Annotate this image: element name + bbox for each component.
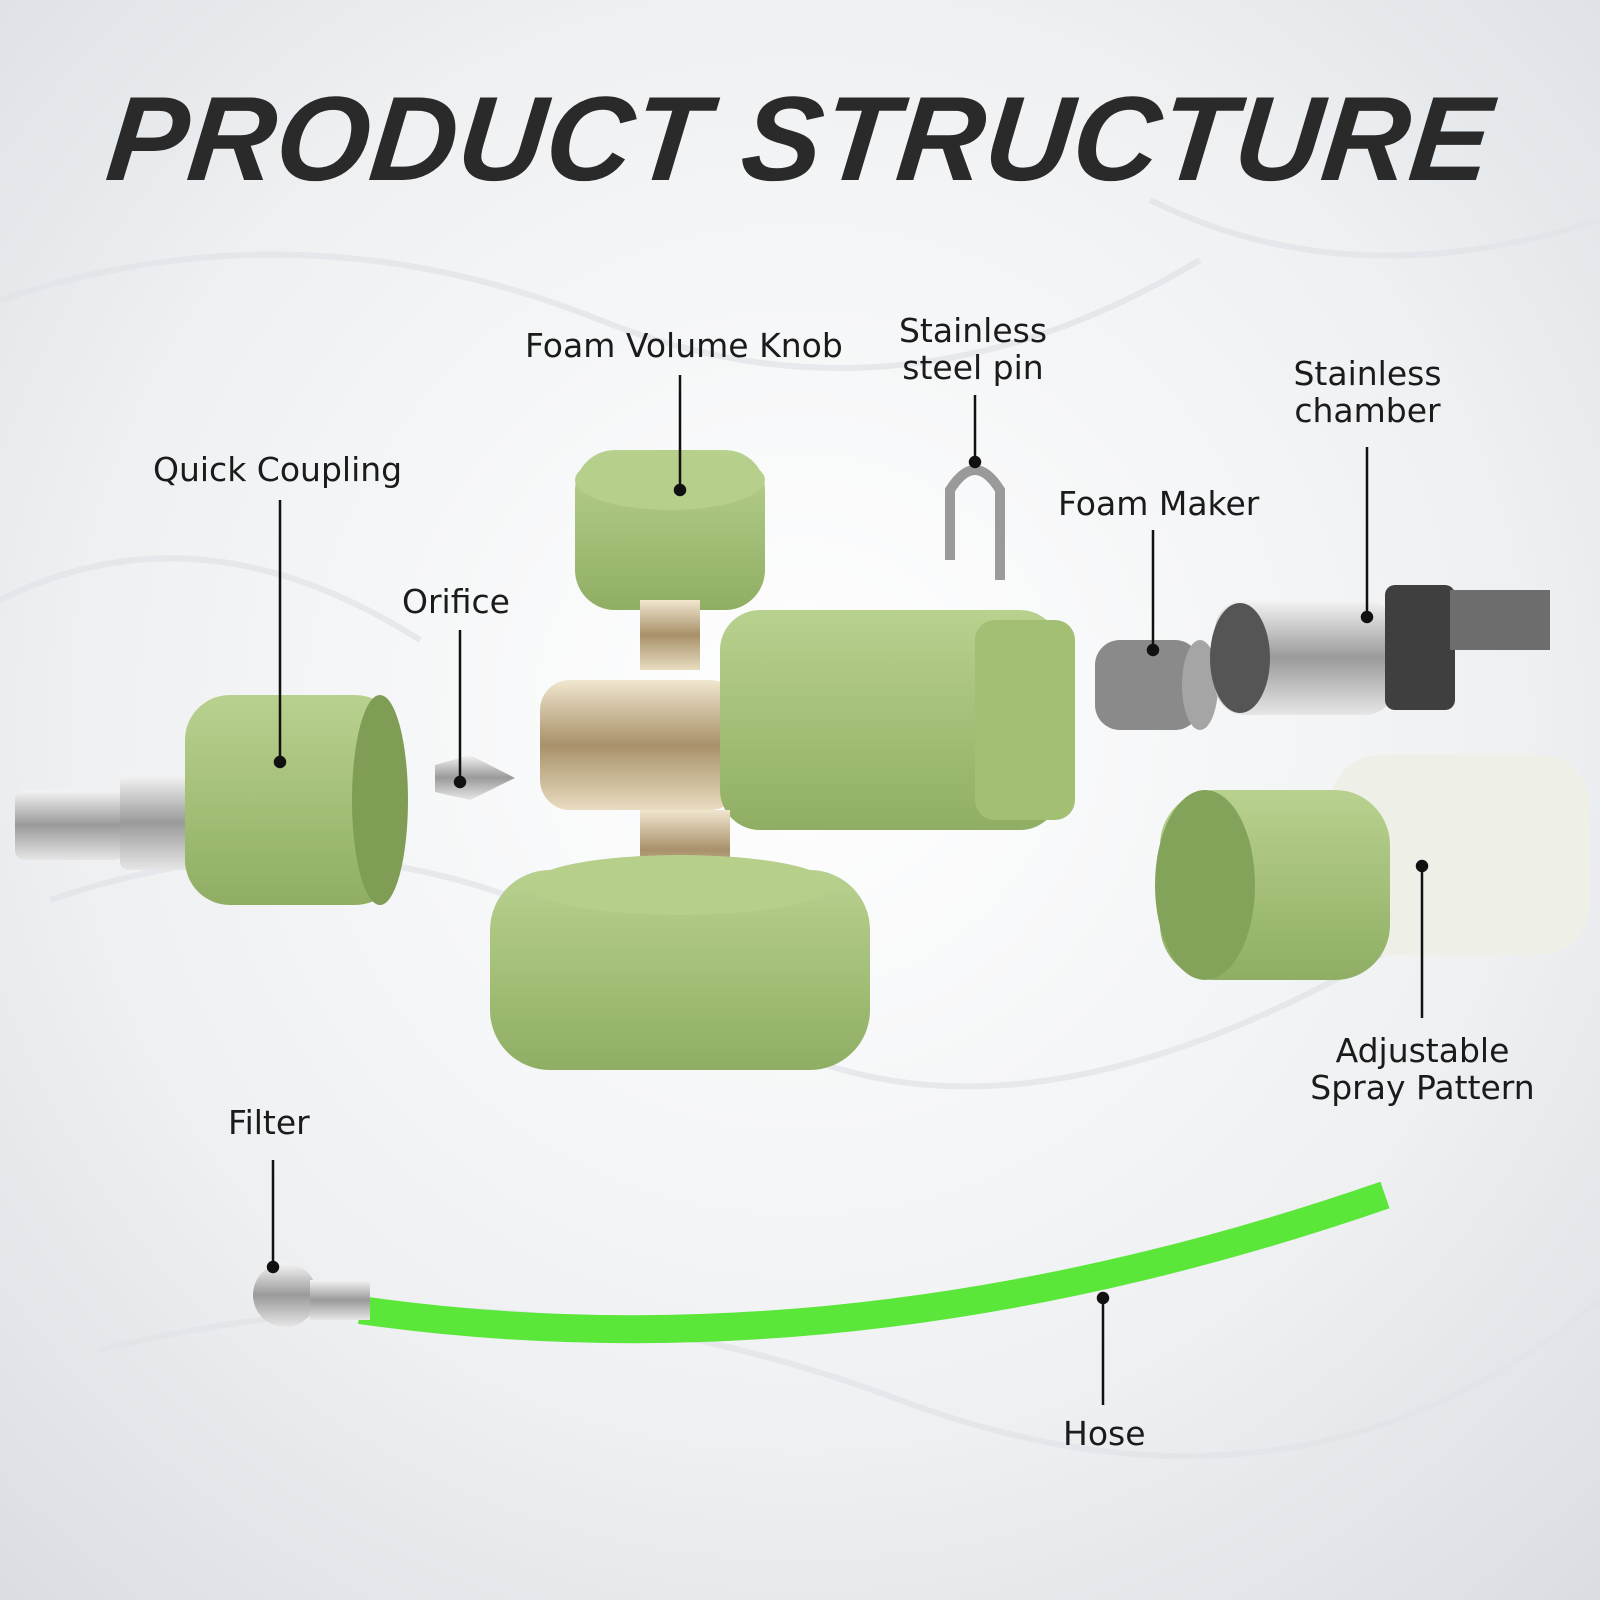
label-spray-pattern: Adjustable Spray Pattern	[1310, 1031, 1535, 1107]
label-stainless-pin: Stainless steel pin	[898, 311, 1048, 387]
hose-part	[358, 1181, 1390, 1344]
label-hose: Hose	[1063, 1414, 1146, 1453]
filter-part	[253, 1263, 370, 1327]
foam-maker-part	[1095, 640, 1218, 730]
label-stainless-chamber: Stainless chamber	[1293, 354, 1442, 430]
label-quick-coupling: Quick Coupling	[153, 450, 403, 489]
label-foam-maker: Foam Maker	[1058, 484, 1260, 523]
stainless-chamber-part	[1210, 585, 1550, 715]
quick-coupling-part	[15, 695, 408, 905]
label-orifice: Orifice	[402, 582, 510, 621]
spray-pattern-part	[1155, 755, 1590, 980]
stainless-pin-part	[945, 465, 1005, 580]
label-filter: Filter	[228, 1103, 310, 1142]
main-body-part	[490, 450, 1075, 1070]
label-foam-volume-knob: Foam Volume Knob	[525, 326, 843, 365]
orifice-part	[435, 755, 515, 800]
